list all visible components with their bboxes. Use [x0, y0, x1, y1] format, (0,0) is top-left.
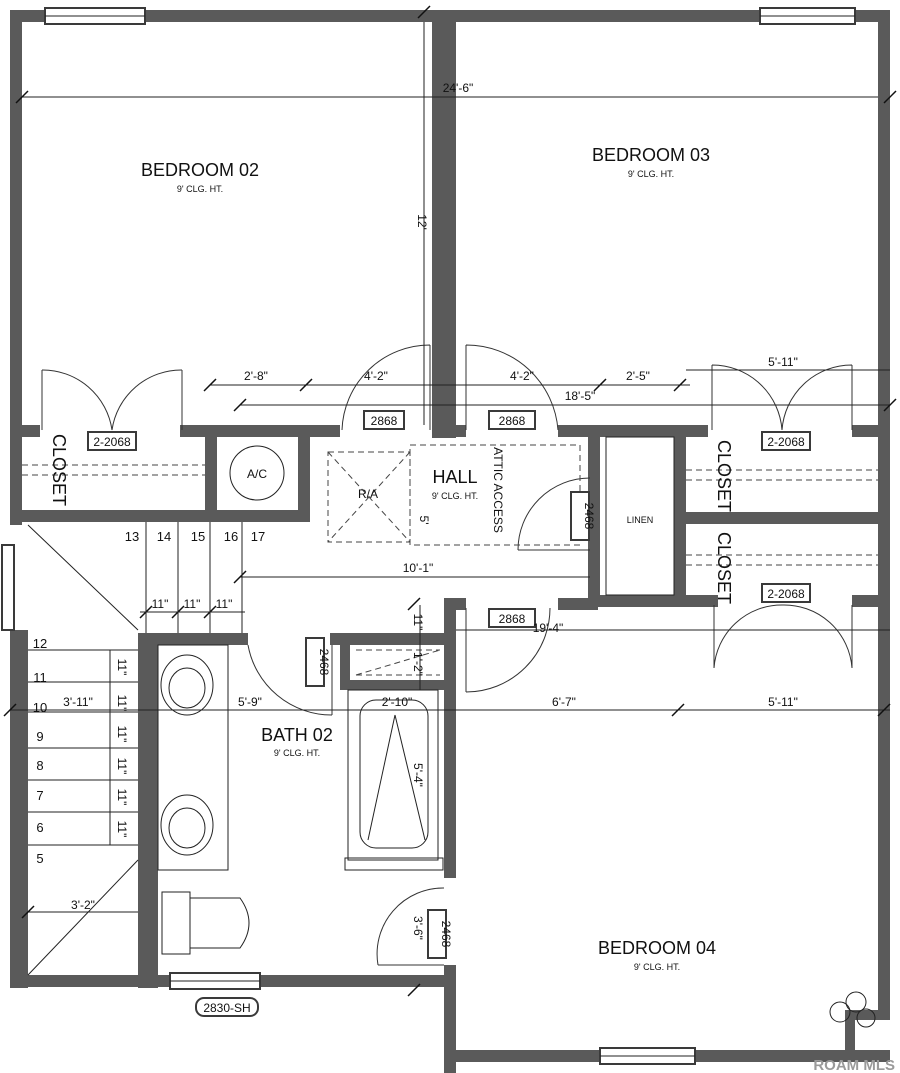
dim-5: 5': [417, 516, 431, 525]
riser-2: 11": [115, 695, 129, 712]
step-17: 17: [251, 529, 265, 544]
bedroom02-clg: 9' CLG. HT.: [177, 184, 223, 194]
dim-18-5: 18'-5": [565, 389, 596, 403]
dim-11-b: 11": [184, 597, 201, 611]
step-14: 14: [157, 529, 171, 544]
bedroom04-clg: 9' CLG. HT.: [634, 962, 680, 972]
door-tag-2868-left: 2868: [371, 414, 398, 428]
step-16: 16: [224, 529, 238, 544]
step-13: 13: [125, 529, 139, 544]
window-tag-2830-sh: 2830-SH: [203, 1001, 250, 1015]
riser-1: 11": [115, 659, 129, 676]
hall-clg: 9' CLG. HT.: [432, 491, 478, 501]
step-9: 9: [36, 729, 43, 744]
closet-left-label: CLOSET: [49, 434, 69, 506]
door-tag-2868-lower: 2868: [499, 612, 526, 626]
dim-3-6: 3'-6": [411, 916, 425, 940]
doors: [41, 344, 853, 966]
dim-12: 12': [415, 214, 429, 230]
riser-5: 11": [115, 789, 129, 806]
dim-11-c: 11": [216, 597, 233, 611]
step-5: 5: [36, 851, 43, 866]
dim-5-11-bottom: 5'-11": [768, 695, 798, 709]
door-tag-2468-hall: 2468: [582, 503, 596, 530]
step-10: 10: [33, 700, 47, 715]
ac-label: A/C: [247, 467, 267, 481]
dim-3-11: 3'-11": [63, 695, 93, 709]
dim-11-a: 11": [152, 597, 169, 611]
dim-5-11-top: 5'-11": [768, 355, 798, 369]
linen-label: LINEN: [627, 515, 654, 525]
door-tag-2068-left: 2-2068: [93, 435, 131, 449]
room-labels: BEDROOM 02 9' CLG. HT. BEDROOM 03 9' CLG…: [141, 145, 716, 972]
dim-1-2: 1'-2": [411, 652, 425, 676]
dim-19-4: 19'-4": [533, 621, 564, 635]
riser-6: 11": [115, 821, 129, 838]
sink-upper-icon: [160, 654, 214, 716]
bath02-name: BATH 02: [261, 725, 333, 745]
door-tag-2868-right: 2868: [499, 414, 526, 428]
closet-right-top-label: CLOSET: [714, 440, 734, 512]
dim-2-5: 2'-5": [626, 369, 650, 383]
door-tag-2468-bed4: 2468: [439, 921, 453, 948]
door-tag-2068-right-top: 2-2068: [767, 435, 805, 449]
windows: [1, 7, 856, 1065]
step-12: 12: [33, 636, 47, 651]
ac-unit-icon: [229, 445, 285, 501]
bedroom04-name: BEDROOM 04: [598, 938, 716, 958]
dim-4-2-left: 4'-2": [364, 369, 388, 383]
closet-right-bottom-label: CLOSET: [714, 532, 734, 604]
dim-4-2-right: 4'-2": [510, 369, 534, 383]
dim-3-2: 3'-2": [71, 898, 95, 912]
bedroom03-clg: 9' CLG. HT.: [628, 169, 674, 179]
fixtures: [157, 436, 675, 955]
riser-3: 11": [115, 726, 129, 743]
dim-2-10: 2'-10": [382, 695, 413, 709]
ra-label: R/A: [358, 487, 378, 501]
dimension-lines: [3, 5, 897, 997]
dim-6-7: 6'-7": [552, 695, 576, 709]
door-tag-2468-bath: 2468: [317, 649, 331, 676]
door-tag-2068-right-bottom: 2-2068: [767, 587, 805, 601]
plant-icon: [829, 991, 876, 1028]
walls: [10, 10, 890, 1073]
attic-access-label: ATTIC ACCESS: [491, 447, 505, 533]
bedroom03-name: BEDROOM 03: [592, 145, 710, 165]
dim-10-1: 10'-1": [403, 561, 434, 575]
stair-numbers: 13 14 15 16 17 12 11 10 9 8 7 6 5 11" 11…: [33, 529, 265, 866]
sink-lower-icon: [160, 794, 214, 856]
step-6: 6: [36, 820, 43, 835]
bath02-clg: 9' CLG. HT.: [274, 748, 320, 758]
dim-5-4: 5'-4": [411, 763, 425, 787]
watermark: ROAM MLS: [813, 1057, 895, 1073]
step-8: 8: [36, 758, 43, 773]
bedroom02-name: BEDROOM 02: [141, 160, 259, 180]
riser-4: 11": [115, 758, 129, 775]
stairs: [27, 522, 243, 976]
dim-5-9: 5'-9": [238, 695, 262, 709]
hall-name: HALL: [432, 467, 477, 487]
misc-labels: CLOSET CLOSET CLOSET LINEN A/C R/A ATTIC…: [49, 434, 734, 604]
step-11: 11: [33, 670, 47, 685]
bathtub-icon: [347, 689, 439, 861]
toilet-icon: [161, 891, 191, 955]
dim-2-8: 2'-8": [244, 369, 268, 383]
step-7: 7: [36, 788, 43, 803]
step-15: 15: [191, 529, 205, 544]
dim-24-6: 24'-6": [443, 81, 474, 95]
dim-11-v: 11": [411, 614, 425, 631]
door-tags: 2868 2868 2868 2-2068 2-2068 2-2068 2468…: [87, 410, 811, 1017]
dimension-text: 24'-6" 12' 2'-8" 4'-2" 4'-2" 2'-5" 5'-11…: [63, 81, 798, 940]
